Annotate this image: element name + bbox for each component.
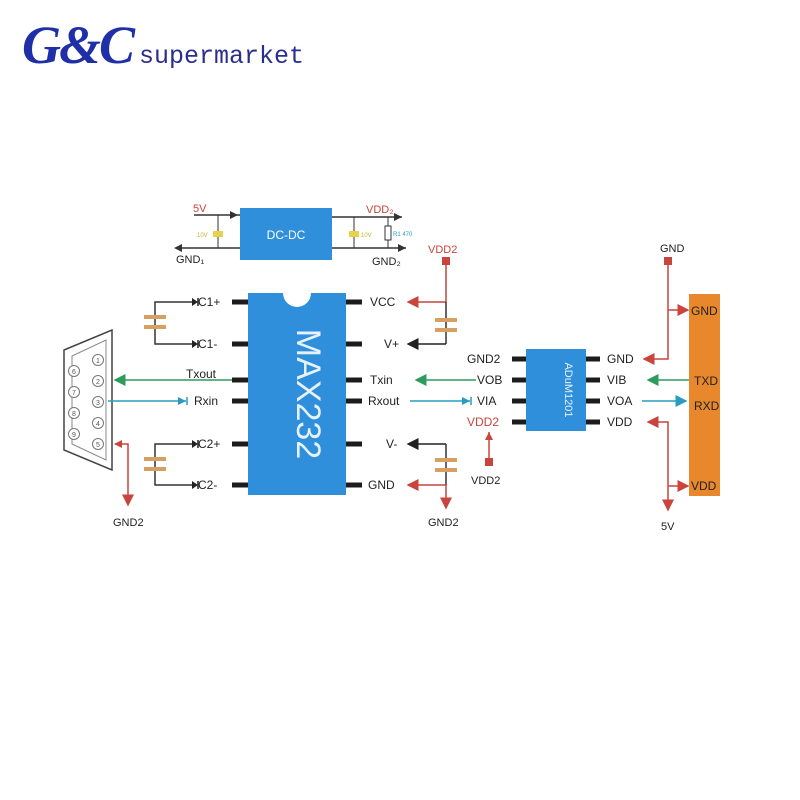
max232-notch	[283, 293, 311, 307]
max232-gnd-supply: GND2	[428, 517, 459, 529]
max232-vcc-supply: VDD2	[428, 244, 457, 256]
header-pin-rxd: RXD	[694, 399, 720, 413]
max232-pin-gnd: GND	[368, 478, 395, 492]
db9-pin-3: 3	[96, 400, 100, 407]
max232-pin-c2plus: C2+	[198, 437, 220, 451]
logo-mark: G&C	[22, 15, 135, 75]
max232-pin-c1minus: C1-	[198, 337, 217, 351]
db9-pin-6: 6	[72, 369, 76, 376]
adum-pin-vdd: VDD	[607, 415, 633, 429]
dcdc-gnd1-label: GND₁	[176, 254, 204, 266]
adum1201-chip: ADuM1201 GND2 VOB VIA VDD2 GND VIB VOA V…	[467, 349, 634, 487]
uart-header: GND TXD RXD VDD GND 5V	[642, 243, 720, 533]
max232-chip: MAX232 C1+ C1- Txout Rxin C2+ C2- VCC V+…	[186, 293, 400, 495]
dcdc-label: DC-DC	[267, 228, 306, 242]
adum-pin-gnd2: GND2	[467, 352, 501, 366]
adum-name: ADuM1201	[562, 362, 574, 417]
adum-notch	[568, 431, 584, 439]
max232-left-capacitors	[144, 298, 199, 489]
max232-body	[248, 293, 346, 495]
vdd2-source-marker	[442, 257, 450, 265]
max232-right-wiring: VDD2 GND2	[406, 244, 459, 529]
adum-pin-voa: VOA	[607, 394, 632, 408]
db9-pin-5: 5	[96, 442, 100, 449]
header-pin-txd: TXD	[694, 374, 718, 388]
dcdc-input-label: 5V	[193, 203, 207, 215]
output-capacitor-label: 10V	[361, 233, 372, 239]
dcdc-gnd2-label: GND₂	[372, 256, 401, 268]
max232-pin-c2minus: C2-	[198, 478, 217, 492]
isolator-signal-wires	[410, 374, 476, 405]
header-pin-gnd: GND	[691, 304, 718, 318]
max232-pin-vplus: V+	[384, 337, 399, 351]
header-pin-vdd: VDD	[691, 479, 717, 493]
db9-connector: 6 7 8 9 1 2 3 4 5 GND2	[63, 328, 232, 529]
db9-pin-8: 8	[72, 411, 76, 418]
resistor-label: R1 470	[393, 232, 413, 238]
adum-pin-vob: VOB	[477, 373, 502, 387]
adum-vdd2-supply: VDD2	[471, 475, 500, 487]
max232-pin-txout: Txout	[186, 367, 217, 381]
adum-pin-vdd2: VDD2	[467, 415, 499, 429]
dcdc-module: 5V 10V GND₁ DC-DC VDD₂ 10V R1 470 GND₂	[174, 203, 413, 268]
header-body	[689, 294, 720, 496]
adum-pin-vib: VIB	[607, 373, 626, 387]
header-vdd-label: 5V	[661, 521, 675, 533]
db9-pin-2: 2	[96, 379, 100, 386]
adum-pin-via: VIA	[477, 394, 496, 408]
adum-body	[526, 349, 586, 431]
max232-pin-c1plus: C1+	[198, 295, 220, 309]
logo-text: supermarket	[139, 42, 305, 71]
db9-pin-4: 4	[96, 421, 100, 428]
db9-pin-9: 9	[72, 432, 76, 439]
resistor	[384, 225, 392, 241]
db9-gnd-label: GND2	[113, 517, 144, 529]
max232-pin-rxout: Rxout	[368, 394, 400, 408]
input-capacitor-label: 10V	[197, 233, 208, 239]
input-capacitor	[213, 231, 223, 237]
max232-pin-txin: Txin	[370, 373, 393, 387]
adum-pin-gnd: GND	[607, 352, 634, 366]
max232-name: MAX232	[289, 329, 327, 459]
db9-pin-7: 7	[72, 390, 76, 397]
dcdc-output-label: VDD₂	[366, 204, 394, 216]
max232-pin-rxin: Rxin	[194, 394, 218, 408]
header-gnd-label: GND	[660, 243, 685, 255]
max232-pin-vminus: V-	[386, 437, 397, 451]
db9-pin-1: 1	[96, 358, 100, 365]
max232-pin-vcc: VCC	[370, 295, 396, 309]
output-capacitor	[349, 231, 359, 237]
dcdc-box	[240, 208, 332, 260]
